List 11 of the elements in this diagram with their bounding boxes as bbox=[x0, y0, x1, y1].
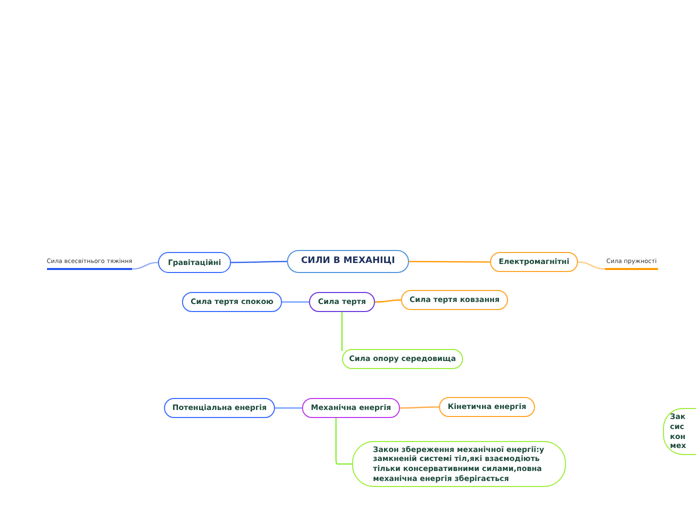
central-topic-box: СИЛИ В МЕХАНІЦІ bbox=[287, 250, 409, 273]
connector-line bbox=[132, 262, 158, 270]
connector-line bbox=[335, 418, 352, 465]
connector-line bbox=[400, 406, 439, 409]
connector-line bbox=[275, 407, 302, 409]
connector-line bbox=[409, 260, 490, 263]
connector-line bbox=[231, 260, 287, 264]
connector-line bbox=[375, 299, 401, 303]
connector-line bbox=[341, 312, 343, 351]
connector-line bbox=[578, 261, 606, 270]
connector-line bbox=[282, 301, 309, 303]
